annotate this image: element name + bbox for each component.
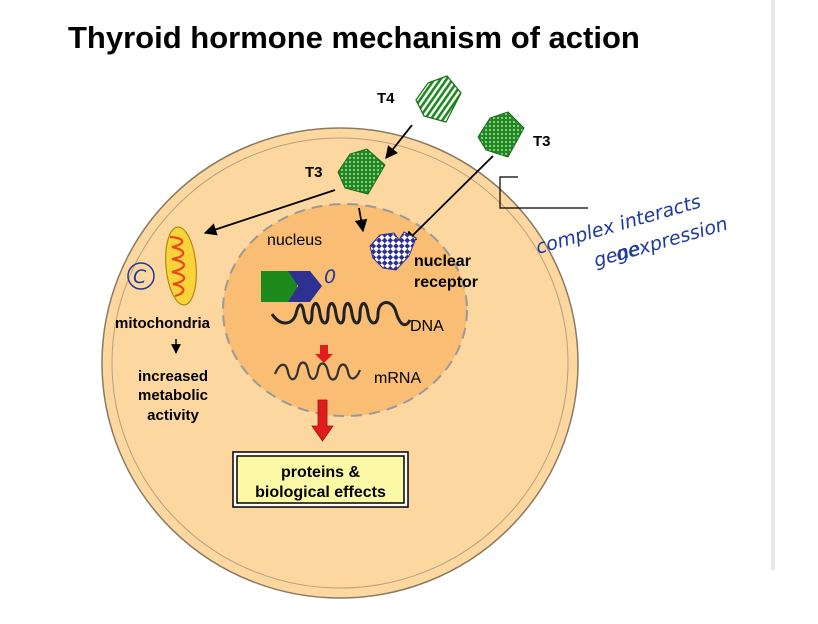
- t3-hormone-outside-icon: [477, 111, 525, 158]
- t3-hormone-cytoplasm-icon: [337, 148, 386, 195]
- t3-receptor-complex-blue: [288, 271, 322, 302]
- proteins-label-line2: biological effects: [255, 484, 386, 501]
- t4-label: T4: [377, 90, 395, 107]
- t3-outside-label: T3: [533, 133, 551, 150]
- proteins-box: [236, 455, 405, 504]
- dna-label: DNA: [410, 318, 444, 335]
- handwritten-circle-letter: C: [133, 266, 147, 288]
- t3-receptor-complex-green: [261, 271, 297, 302]
- arrow-t4-to-t3: [385, 124, 413, 159]
- nucleus-label: nucleus: [267, 232, 322, 249]
- arrow-t3-to-receptor: [404, 155, 494, 244]
- effect-label-line3: activity: [147, 407, 199, 424]
- dna-coil-icon: [270, 301, 412, 327]
- arrow-t3-into-nucleus: [354, 207, 368, 233]
- nuclear-receptor-label-line1: nuclear: [414, 253, 471, 270]
- mrna-label: mRNA: [374, 370, 421, 387]
- mrna-strand-icon: [273, 361, 362, 381]
- t3-cytoplasm-label: T3: [305, 164, 323, 181]
- t4-hormone-icon: [415, 75, 462, 123]
- page-title: Thyroid hormone mechanism of action: [68, 20, 640, 55]
- page-edge-divider: [771, 0, 775, 570]
- cell-membrane-inner: [111, 137, 569, 589]
- handwritten-nucleus-mark: 0: [324, 266, 336, 288]
- proteins-label-line1: proteins &: [281, 464, 361, 481]
- arrow-translation: [311, 399, 334, 442]
- handwritten-circle-mark: [127, 262, 155, 290]
- mitochondria-label: mitochondria: [115, 315, 211, 332]
- nuclear-receptor-icon: [369, 231, 417, 271]
- mitochondrion-cristae-icon: [169, 235, 186, 298]
- arrow-transcription: [315, 345, 333, 363]
- arrow-t3-to-mitochondria: [203, 189, 336, 236]
- nuclear-receptor-label-line2: receptor: [414, 274, 478, 291]
- effect-label-line1: increased: [138, 368, 208, 385]
- annotation-bracket: [499, 176, 588, 209]
- effect-label-line2: metabolic: [138, 387, 208, 404]
